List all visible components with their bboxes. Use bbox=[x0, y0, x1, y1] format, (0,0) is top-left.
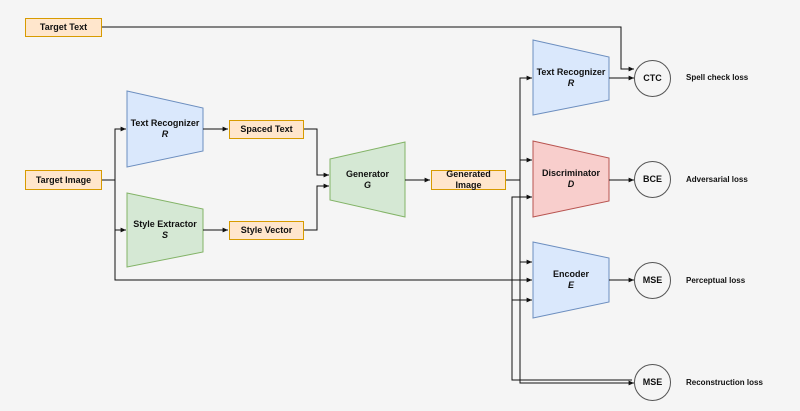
generator-shape bbox=[329, 141, 406, 218]
edge-image-to-style bbox=[114, 180, 126, 233]
style-extractor-shape bbox=[126, 192, 204, 268]
edge-gen-to-encoder bbox=[519, 180, 532, 265]
style-vector-box: Style Vector bbox=[229, 221, 304, 240]
edge-vector-to-generator bbox=[304, 183, 329, 231]
recognizer-left-symbol: R bbox=[161, 129, 169, 139]
encoder-symbol: E bbox=[567, 280, 574, 290]
recognizer-left-name: Text Recognizer bbox=[130, 118, 200, 128]
target-text-box: Target Text bbox=[25, 18, 102, 37]
edge-target-to-recon bbox=[511, 300, 632, 381]
generator-symbol: G bbox=[363, 180, 371, 190]
edge-spaced-to-generator bbox=[304, 128, 329, 178]
recognizer-left-label: Text Recognizer R bbox=[127, 110, 203, 148]
recognizer-right-label: Text Recognizer R bbox=[533, 59, 609, 97]
reconstruction-loss-label: Reconstruction loss bbox=[686, 378, 763, 387]
discriminator-label: Discriminator D bbox=[533, 160, 609, 198]
discriminator-shape bbox=[532, 140, 610, 218]
encoder-shape bbox=[532, 241, 610, 319]
edge-target-to-encoder-lower bbox=[511, 280, 532, 303]
style-extractor-label: Style Extractor S bbox=[127, 211, 203, 249]
recognizer-left-shape bbox=[126, 90, 204, 168]
edge-target-text-to-ctc bbox=[102, 26, 634, 72]
edge-gen-to-recognizer bbox=[506, 75, 532, 181]
encoder-name: Encoder bbox=[552, 269, 589, 279]
generator-label: Generator G bbox=[330, 161, 405, 199]
adversarial-loss-label: Adversarial loss bbox=[686, 175, 748, 184]
recognizer-right-symbol: R bbox=[567, 78, 575, 88]
edge-target-to-discriminator bbox=[511, 194, 532, 280]
generated-image-box: Generated Image bbox=[431, 169, 506, 190]
recognizer-right-name: Text Recognizer bbox=[536, 67, 606, 77]
spell-check-loss-label: Spell check loss bbox=[686, 73, 749, 82]
style-extractor-name: Style Extractor bbox=[133, 219, 197, 229]
target-image-box: Target Image bbox=[25, 170, 102, 190]
recognizer-right-shape bbox=[532, 39, 610, 116]
edge-image-to-encoder bbox=[114, 230, 532, 283]
discriminator-name: Discriminator bbox=[541, 168, 601, 178]
mse-reconstruction-node: MSE bbox=[634, 364, 671, 401]
perceptual-loss-label: Perceptual loss bbox=[686, 276, 746, 285]
edge-gen-to-mse-recon bbox=[519, 262, 634, 386]
generator-name: Generator bbox=[345, 169, 389, 179]
connectors bbox=[102, 26, 634, 386]
ctc-node: CTC bbox=[634, 60, 671, 97]
discriminator-symbol: D bbox=[567, 179, 575, 189]
spaced-text-box: Spaced Text bbox=[229, 120, 304, 139]
encoder-label: Encoder E bbox=[533, 261, 609, 299]
style-extractor-symbol: S bbox=[161, 230, 168, 240]
edge-image-to-recognizer bbox=[102, 126, 126, 181]
bce-node: BCE bbox=[634, 161, 671, 198]
mse-perceptual-node: MSE bbox=[634, 262, 671, 299]
